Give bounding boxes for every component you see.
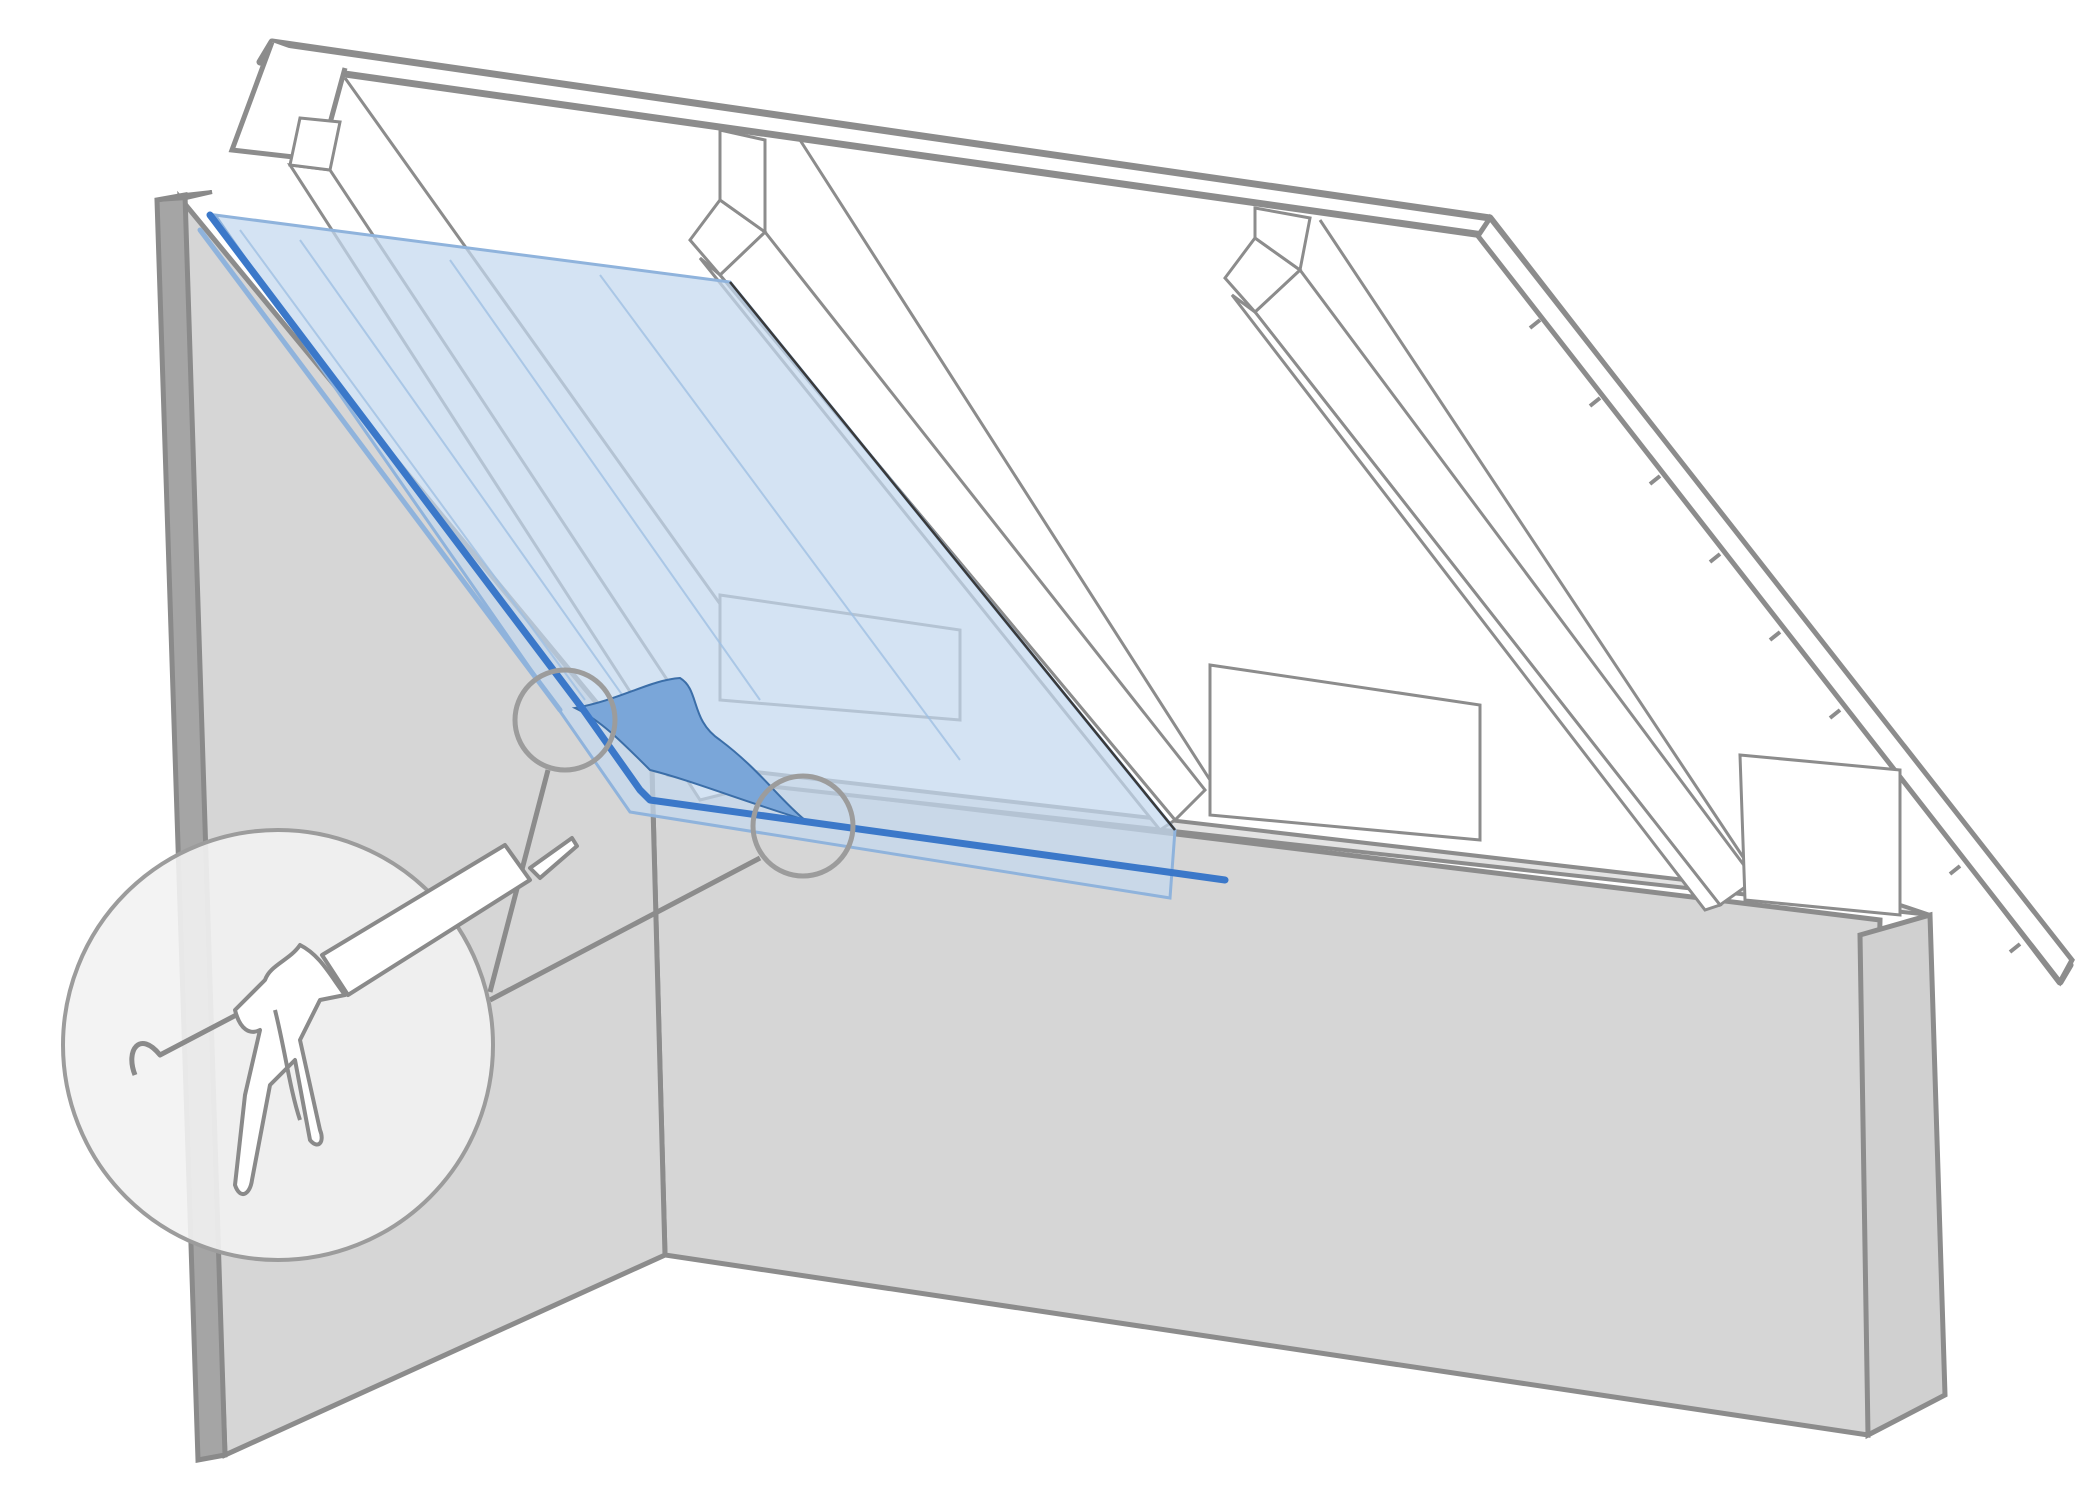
caulking-gun-trigger xyxy=(273,1009,302,1121)
vapour-barrier xyxy=(211,213,1177,900)
membrane-peeled-flap xyxy=(571,676,806,821)
rafter-3-cap xyxy=(1253,206,1312,273)
caulking-gun-rod xyxy=(129,967,324,1076)
rear-wall-end xyxy=(1857,911,1948,1440)
membrane-fold-lines xyxy=(239,229,961,761)
rafter-2-cap xyxy=(718,128,767,235)
side-wall-edge-cap xyxy=(156,190,213,202)
roof-deck-right-edge xyxy=(1474,213,2075,987)
membrane-edge xyxy=(729,281,1176,831)
detail-circle-edge xyxy=(750,773,856,879)
caulking-gun-tube xyxy=(320,843,532,997)
blocking-1 xyxy=(1208,663,1482,842)
caulking-gun-body xyxy=(233,943,347,1196)
caulking-gun-nozzle xyxy=(528,836,579,880)
sealant-bead xyxy=(206,211,1229,884)
rafter-3-side xyxy=(1230,293,1723,912)
detail-circle-corner xyxy=(512,667,618,773)
sealant-bead-faint xyxy=(197,227,563,713)
blocking-2 xyxy=(1738,753,1902,917)
caulking-gun-icon xyxy=(129,836,579,1196)
rafter-1-top xyxy=(288,116,342,172)
roof-deck xyxy=(228,38,2075,987)
